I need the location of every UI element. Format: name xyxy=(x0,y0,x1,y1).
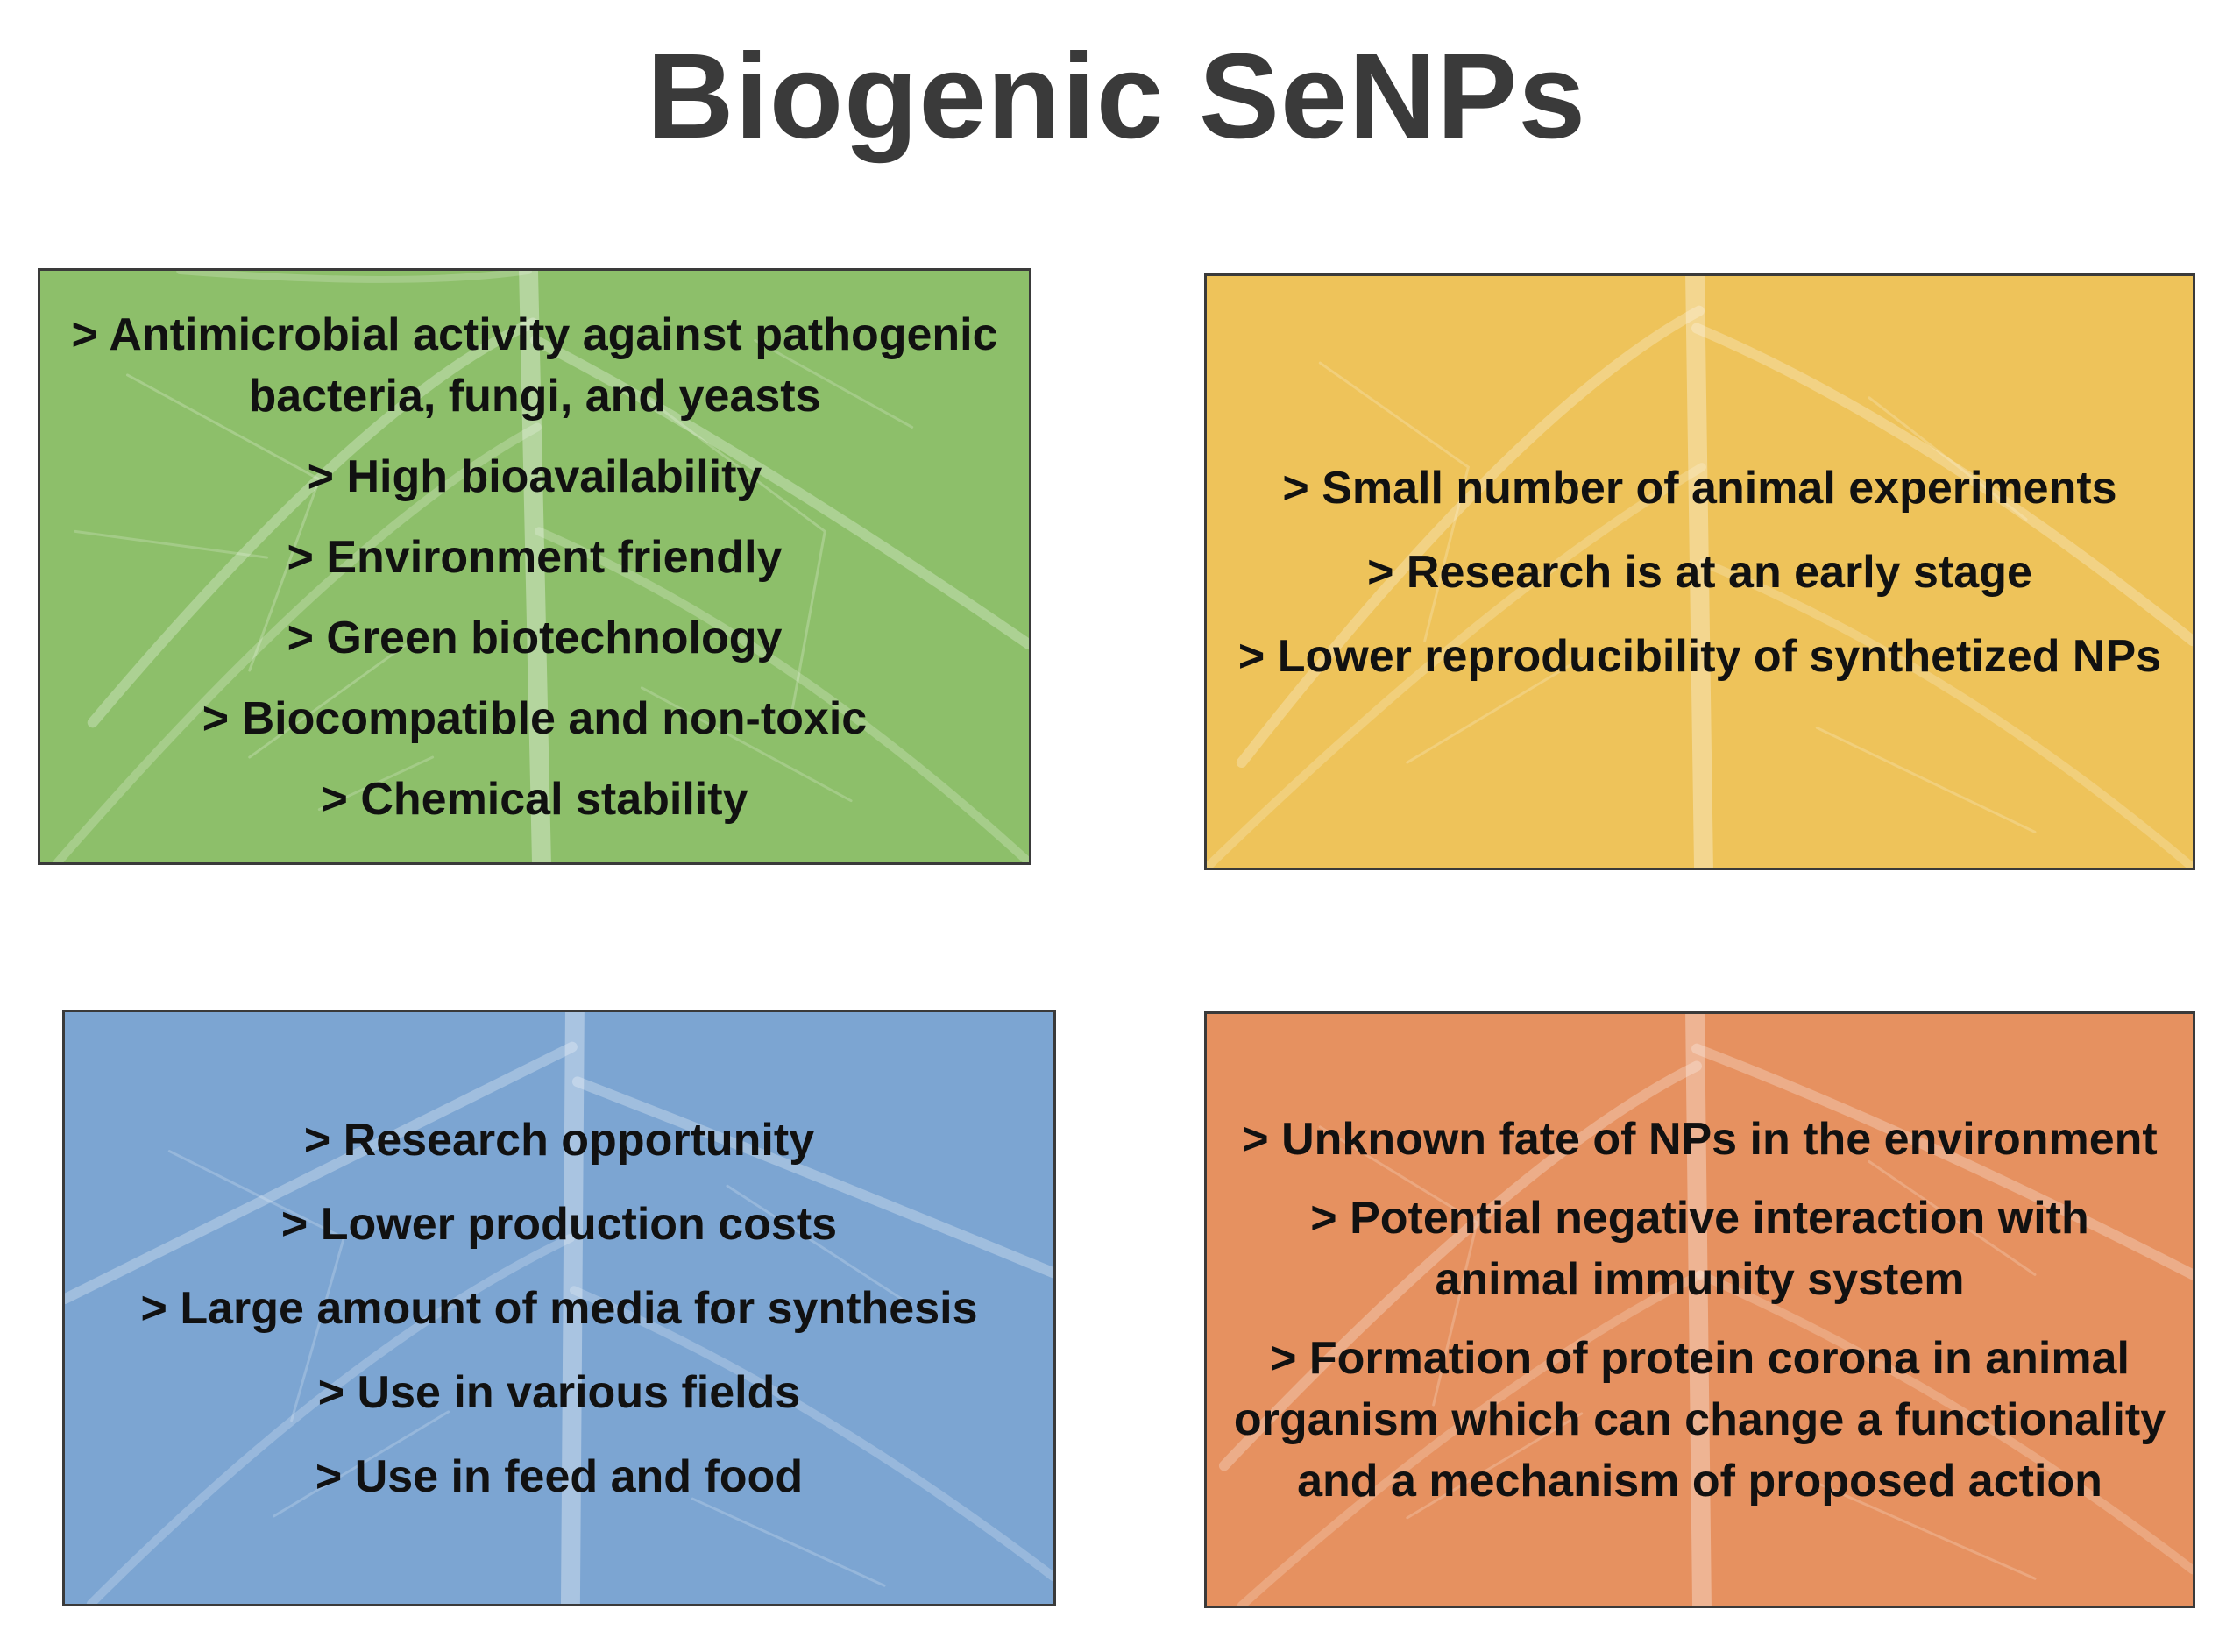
list-item: > Research is at an early stage xyxy=(1367,546,2032,598)
list-item: > Biocompatible and non-toxic xyxy=(202,692,868,744)
page-title: Biogenic SeNPs xyxy=(646,29,1587,164)
opportunities-panel: > Research opportunity > Lower productio… xyxy=(62,1010,1056,1606)
list-item: > Antimicrobial activity against pathoge… xyxy=(71,308,998,422)
list-item: > Large amount of media for synthesis xyxy=(140,1282,978,1334)
list-item: > Lower production costs xyxy=(280,1198,838,1250)
list-item: > Use in various fields xyxy=(317,1366,801,1418)
list-item: > Chemical stability xyxy=(321,773,748,825)
list-item: > Use in feed and food xyxy=(315,1450,804,1502)
advantages-list: > Antimicrobial activity against pathoge… xyxy=(40,271,1029,862)
opportunities-list: > Research opportunity > Lower productio… xyxy=(65,1012,1053,1604)
list-item: > Green biotechnology xyxy=(287,612,783,663)
list-item: > Lower reproducibility of synthetized N… xyxy=(1237,630,2162,682)
leaf-texture-background xyxy=(1218,1014,2193,1606)
list-item: > Potential negative interaction with an… xyxy=(1310,1192,2089,1305)
list-item: > Unknown fate of NPs in the environment xyxy=(1242,1113,2158,1165)
disadvantages-panel: > Small number of animal experiments > R… xyxy=(1204,273,2195,870)
leaf-texture-background xyxy=(65,1012,1053,1604)
leaf-texture-background xyxy=(53,271,1029,862)
list-item: > Research opportunity xyxy=(303,1114,815,1166)
list-item: > Formation of protein corona in animal … xyxy=(1233,1332,2166,1507)
advantages-panel: > Antimicrobial activity against pathoge… xyxy=(38,268,1031,865)
leaf-texture-background xyxy=(1207,276,2193,868)
threats-panel: > Unknown fate of NPs in the environment… xyxy=(1204,1011,2195,1608)
list-item: > Small number of animal experiments xyxy=(1282,462,2117,514)
list-item: > Environment friendly xyxy=(287,531,783,583)
threats-list: > Unknown fate of NPs in the environment… xyxy=(1207,1014,2193,1606)
list-item: > High bioavailability xyxy=(307,450,762,502)
disadvantages-list: > Small number of animal experiments > R… xyxy=(1207,276,2193,868)
